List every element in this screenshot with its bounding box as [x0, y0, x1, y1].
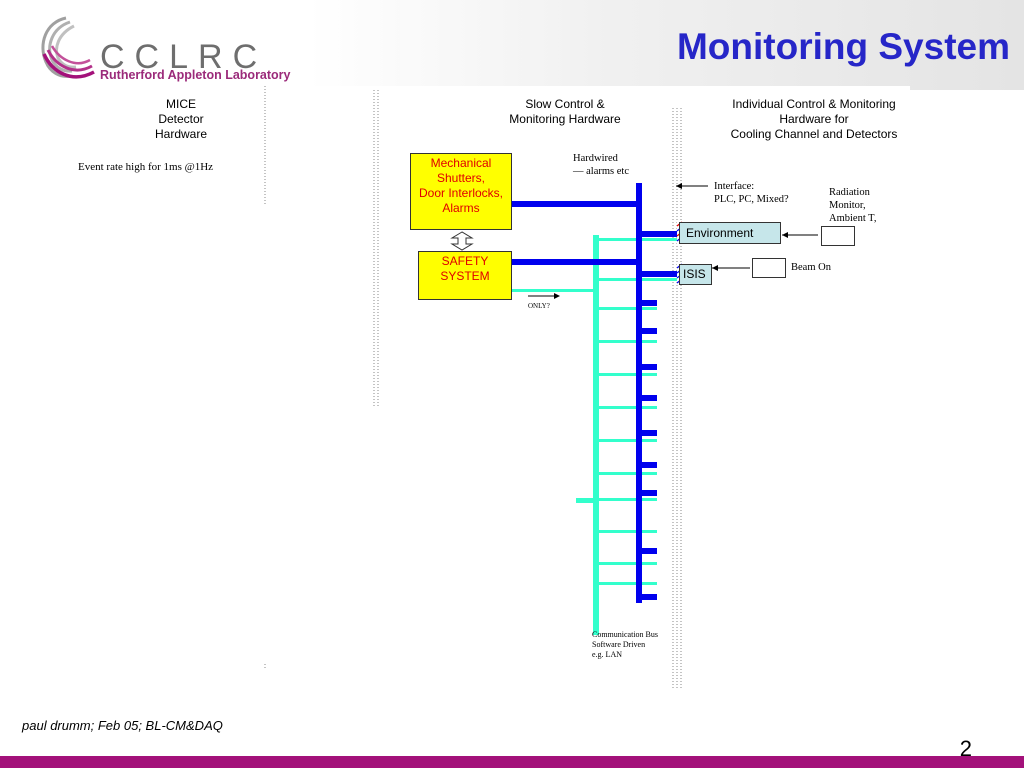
note-hardwired: Hardwired — alarms etc	[573, 153, 629, 177]
blue-bus-stub	[642, 462, 657, 468]
note-beam-on: Beam On	[791, 262, 831, 273]
blue-bus-stub	[642, 364, 657, 370]
arrow-beam-on	[712, 265, 750, 271]
isis-box: ISIS	[679, 264, 712, 285]
blue-bus-env	[642, 231, 678, 237]
cyan-bus-tap	[599, 530, 657, 533]
cyan-bus-tap	[599, 582, 657, 585]
note-communication-bus: Communication Bus Software Driven e.g. L…	[592, 630, 658, 659]
bottom-brand-bar	[0, 756, 1024, 768]
footer-credit: paul drumm; Feb 05; BL-CM&DAQ	[22, 718, 223, 733]
mechanical-shutters-box: Mechanical Shutters, Door Interlocks, Al…	[410, 153, 512, 230]
blue-bus-stub	[642, 430, 657, 436]
heading-individual: Individual Control & Monitoring Hardware…	[730, 97, 898, 141]
blue-bus-stub	[642, 490, 657, 496]
heading-slow-control: Slow Control & Monitoring Hardware	[509, 97, 621, 126]
cyan-bus-tap	[599, 406, 657, 409]
heading-mice: MICE Detector Hardware	[154, 97, 208, 141]
safety-system-box: SAFETY SYSTEM	[418, 251, 512, 300]
cyan-bus-tap	[599, 340, 657, 343]
cyan-bus-tap-safety	[511, 289, 593, 292]
page-number: 2	[959, 736, 972, 761]
cyan-bus-tap	[599, 307, 657, 310]
environment-box: Environment	[679, 222, 781, 244]
note-interface: Interface: PLC, PC, Mixed?	[714, 181, 789, 205]
radiation-monitor-box	[821, 226, 855, 246]
blue-bus-stub	[642, 548, 657, 554]
header-band	[0, 0, 1024, 90]
logo-text: CCLRC	[100, 38, 268, 76]
blue-bus-safety	[511, 259, 636, 265]
logo-subtitle: Rutherford Appleton Laboratory	[100, 68, 291, 82]
blue-bus-stub	[642, 395, 657, 401]
cyan-bus-tap	[599, 472, 657, 475]
cyan-bus-tap	[599, 498, 657, 501]
arrow-radiation	[782, 232, 818, 238]
blue-bus-mechanical	[511, 201, 636, 207]
cyan-bus-tap	[599, 439, 657, 442]
double-arrow-icon	[450, 231, 474, 251]
cyan-bus-tap	[599, 373, 657, 376]
blue-bus-stub	[642, 300, 657, 306]
cyan-bus-trunk	[593, 235, 599, 635]
cyan-bus-tap-left	[576, 498, 593, 503]
beam-on-box	[752, 258, 786, 278]
slide-title: Monitoring System	[676, 26, 1010, 67]
blue-bus-stub	[642, 594, 657, 600]
arrow-interface	[676, 183, 708, 189]
note-only: ONLY?	[528, 302, 550, 310]
blue-bus-isis	[642, 271, 678, 277]
cclrc-logo-icon	[41, 16, 95, 79]
arrow-only	[528, 293, 560, 299]
blue-bus-stub	[642, 328, 657, 334]
note-radiation: Radiation Monitor, Ambient T,	[829, 187, 877, 224]
note-event-rate: Event rate high for 1ms @1Hz	[78, 161, 214, 173]
cyan-bus-tap	[599, 562, 657, 565]
blue-bus-trunk	[636, 183, 642, 603]
